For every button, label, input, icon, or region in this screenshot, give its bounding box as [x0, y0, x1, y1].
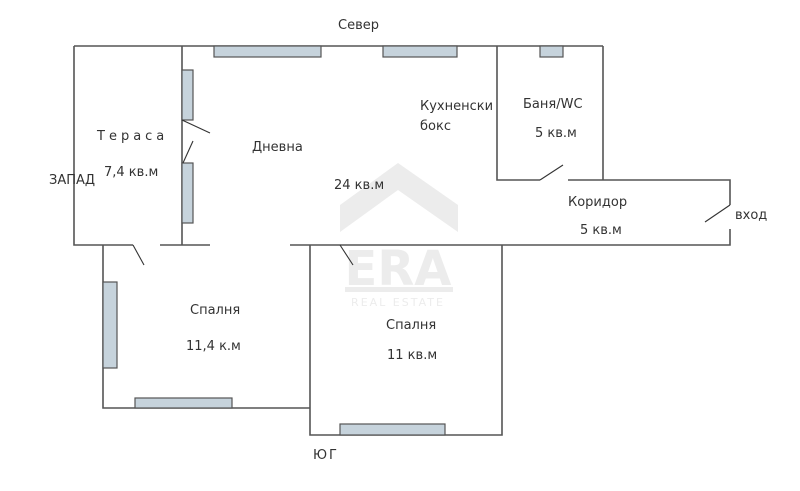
room-area-bath: 5 кв.м — [535, 126, 577, 141]
room-name-bath: Баня/WC — [523, 97, 583, 112]
room-name-living: Дневна — [252, 140, 303, 155]
walls — [73, 45, 731, 436]
room-area-bedroom-1: 11,4 к.м — [186, 339, 241, 354]
room-name-corridor: Коридор — [568, 195, 628, 210]
room-name-bedroom-1: Спалня — [190, 303, 241, 318]
south-label: ЮГ — [313, 448, 339, 463]
room-area-bedroom-2: 11 кв.м — [387, 348, 438, 363]
north-label: Север — [338, 18, 379, 33]
room-name-terrace: Тераса — [97, 129, 169, 144]
room-name-bedroom-2: Спалня — [386, 318, 437, 333]
svg-text:REAL ESTATE: REAL ESTATE — [351, 296, 445, 309]
windows — [102, 45, 564, 436]
room-area-living: 24 кв.м — [334, 178, 385, 193]
room-name-kitchen: Кухненски бокс — [420, 99, 494, 134]
entrance-label: вход — [735, 208, 768, 223]
era-watermark: ERA REAL ESTATE — [340, 163, 458, 309]
doors — [132, 119, 731, 266]
west-label: ЗАПАД — [49, 173, 96, 188]
room-area-corridor: 5 кв.м — [580, 223, 622, 238]
room-area-terrace: 7,4 кв.м — [104, 165, 159, 180]
